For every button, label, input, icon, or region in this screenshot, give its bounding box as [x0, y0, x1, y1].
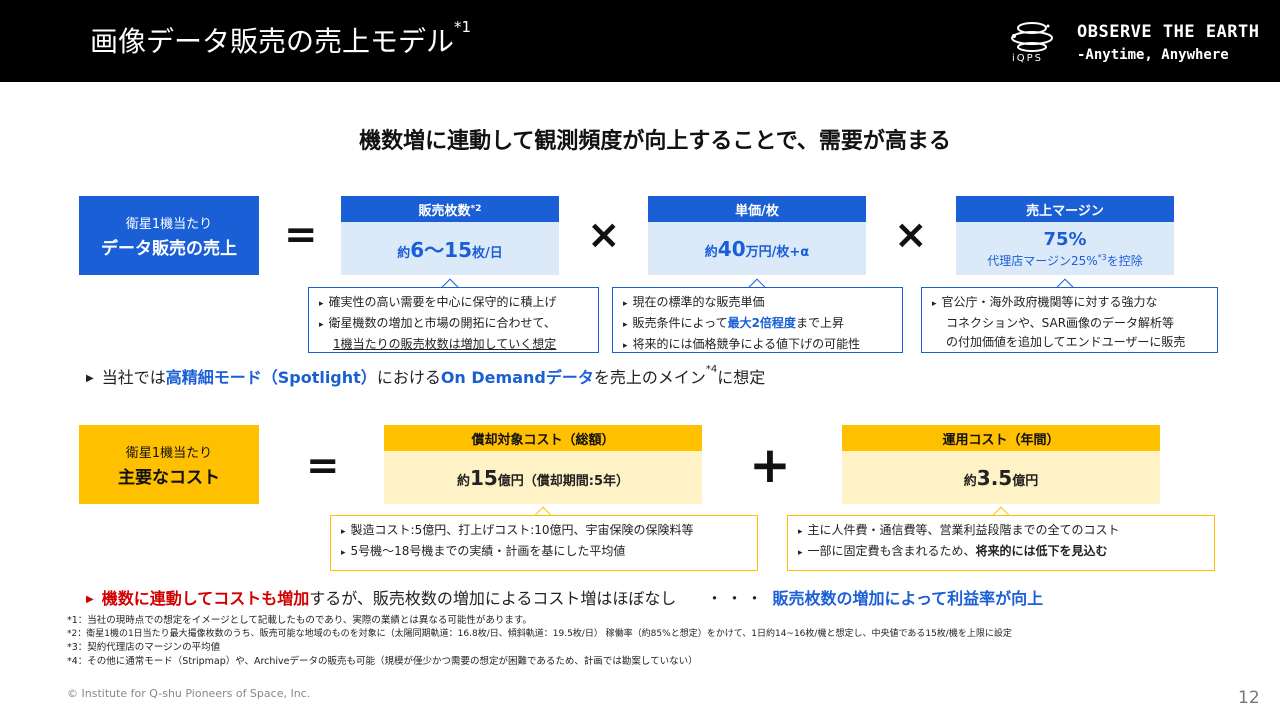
kpi-margin-sub-sup: *3: [1097, 252, 1107, 262]
note-unit-price-line2: 販売条件によって最大2倍程度まで上昇: [623, 314, 894, 335]
kpi-operating-cost-body: 約3.5億円: [842, 451, 1160, 504]
page-title: 画像データ販売の売上モデル*1: [90, 18, 472, 60]
kpi-unit-price-body: 約40万円/枚+α: [648, 222, 866, 275]
footnote-1: *1：当社の現時点での想定をイメージとして記載したものであり、実際の業績とは異な…: [67, 615, 532, 626]
copyright-text: © Institute for Q-shu Pioneers of Space,…: [67, 687, 311, 700]
kpi-sales-count-value: 6〜15: [410, 238, 472, 262]
note-depreciable-line2: 5号機〜18号機までの実績・計画を基にした平均値: [341, 542, 749, 563]
kpi-depreciable-cost-body: 約15億円（償却期間:5年）: [384, 451, 702, 504]
logo-text: iQPS: [1012, 53, 1044, 64]
revenue-statement: ▶ 当社では高精細モード（Spotlight）におけるOn Demandデータを売…: [86, 364, 765, 388]
revenue-lead-line1: 衛星1機当たり: [125, 216, 213, 232]
note-operating-line2-bold: 将来的には低下を見込む: [975, 544, 1108, 558]
slide-subtitle: 機数増に連動して観測頻度が向上することで、需要が高まる: [359, 129, 951, 154]
note-margin-line2: コネクションや、SAR画像のデータ解析等: [946, 316, 1175, 330]
footnote-4: *4：その他に通常モード（Stripmap）や、Archiveデータの販売も可能…: [67, 655, 698, 667]
kpi-margin-body: 75% 代理店マージン25%*3を控除: [956, 222, 1174, 275]
kpi-margin-sub-pre: 代理店マージン25%: [987, 253, 1098, 268]
kpi-unit-price-unit: 万円/枚+α: [745, 244, 810, 260]
kpi-sales-count-body: 約6〜15枚/日: [341, 222, 559, 275]
page-title-footnote-mark: *1: [454, 18, 472, 36]
cost-statement-hl2: 販売枚数の増加によって利益率が向上: [772, 589, 1044, 608]
note-margin-line1: 官公庁・海外政府機関等に対する強力な: [932, 293, 1209, 314]
page-title-text: 画像データ販売の売上モデル: [90, 25, 455, 58]
footnote-3: *3：契約代理店のマージンの平均値: [67, 642, 221, 653]
note-sales-count-line3: 1機当たりの販売枚数は増加していく想定: [333, 337, 557, 351]
cost-statement-dots: ・・・: [706, 589, 767, 608]
kpi-margin-value: 75%: [1043, 228, 1087, 250]
revenue-lead-box: 衛星1機当たり データ販売の売上: [79, 196, 259, 275]
kpi-margin-header: 売上マージン: [956, 196, 1174, 222]
kpi-unit-price-header: 単価/枚: [648, 196, 866, 222]
note-operating-line1: 主に人件費・通信費等、営業利益段階までの全てのコスト: [798, 521, 1206, 542]
note-sales-count: 確実性の高い需要を中心に保守的に積上げ 衛星機数の増加と市場の開拓に合わせて、 …: [308, 287, 599, 353]
kpi-depreciable-cost-prefix: 約: [456, 473, 470, 489]
revenue-statement-post2: に想定: [717, 368, 766, 387]
note-depreciable-line1: 製造コスト:5億円、打上げコスト:10億円、宇宙保険の保険料等: [341, 521, 749, 542]
tagline-line1: OBSERVE THE EARTH: [1077, 22, 1260, 42]
header-bar: 画像データ販売の売上モデル*1 iQPS OBSERVE THE EARTH -…: [0, 0, 1280, 82]
kpi-sales-count-header-text: 販売枚数: [418, 203, 471, 219]
cost-plus-sign: +: [749, 436, 791, 494]
bullet-arrow-icon: ▶: [86, 373, 94, 384]
note-unit-price-line2-post: まで上昇: [795, 316, 844, 330]
kpi-margin-sub: 代理店マージン25%*3を控除: [987, 252, 1143, 269]
footnotes: *1：当社の現時点での想定をイメージとして記載したものであり、実際の業績とは異な…: [67, 614, 1012, 668]
iqps-logo-icon: [1011, 22, 1053, 52]
note-operating-cost: 主に人件費・通信費等、営業利益段階までの全てのコスト 一部に固定費も含まれるため…: [787, 515, 1215, 571]
kpi-unit-price-value: 40: [717, 236, 746, 261]
kpi-unit-price-prefix: 約: [704, 244, 718, 260]
cost-statement-mid: するが、販売枚数の増加によるコスト増はほぼなし: [309, 589, 677, 608]
note-unit-price-line3: 将来的には価格競争による値下げの可能性: [623, 335, 894, 356]
revenue-times-sign-1: ×: [587, 212, 621, 258]
note-operating-line2: 一部に固定費も含まれるため、将来的には低下を見込む: [798, 542, 1206, 563]
kpi-depreciable-cost-value: 15: [469, 465, 498, 490]
tagline-line2: -Anytime, Anywhere: [1077, 47, 1229, 63]
cost-lead-line1: 衛星1機当たり: [125, 445, 213, 461]
kpi-sales-count-unit: 枚/日: [472, 246, 503, 261]
revenue-statement-mid: における: [376, 368, 441, 387]
revenue-times-sign-2: ×: [894, 212, 928, 258]
cost-lead-box: 衛星1機当たり 主要なコスト: [79, 425, 259, 504]
kpi-operating-cost-prefix: 約: [963, 473, 977, 489]
cost-statement: ▶ 機数に連動してコストも増加するが、販売枚数の増加によるコスト増はほぼなし ・・・…: [86, 585, 1043, 609]
revenue-statement-sup: *4: [705, 364, 718, 375]
note-depreciable-cost: 製造コスト:5億円、打上げコスト:10億円、宇宙保険の保険料等 5号機〜18号機…: [330, 515, 758, 571]
kpi-sales-count-header: 販売枚数*2: [341, 196, 559, 222]
page-number: 12: [1238, 688, 1260, 708]
kpi-sales-count-sup: *2: [470, 204, 482, 214]
note-unit-price-line2-pre: 販売条件によって: [632, 316, 728, 330]
cost-lead-line2: 主要なコスト: [118, 467, 220, 488]
kpi-depreciable-cost-header: 償却対象コスト（総額）: [384, 425, 702, 451]
kpi-operating-cost-header: 運用コスト（年間）: [842, 425, 1160, 451]
note-unit-price-line1: 現在の標準的な販売単価: [623, 293, 894, 314]
note-margin: 官公庁・海外政府機関等に対する強力な コネクションや、SAR画像のデータ解析等 …: [921, 287, 1218, 353]
revenue-lead-line2: データ販売の売上: [101, 238, 237, 259]
revenue-equals-sign: =: [284, 212, 318, 258]
footnote-2: *2：衛星1機の1日当たり最大撮像枚数のうち、販売可能な地域のものを対象に（太陽…: [67, 628, 1012, 639]
revenue-statement-post1: を売上のメイン: [593, 368, 706, 387]
revenue-statement-hl2: On Demandデータ: [440, 368, 594, 387]
note-sales-count-line1: 確実性の高い需要を中心に保守的に積上げ: [319, 293, 590, 314]
note-unit-price-highlight: 最大2倍程度: [727, 316, 796, 330]
kpi-margin-sub-post: を控除: [1106, 253, 1143, 268]
revenue-statement-pre: 当社では: [101, 368, 166, 387]
note-sales-count-line2: 衛星機数の増加と市場の開拓に合わせて、: [319, 314, 590, 335]
note-operating-line2-pre: 一部に固定費も含まれるため、: [807, 544, 976, 558]
cost-equals-sign: =: [306, 443, 340, 489]
kpi-operating-cost-value: 3.5: [976, 465, 1013, 490]
kpi-depreciable-cost-unit: 億円（償却期間:5年）: [497, 473, 630, 489]
cost-statement-hl: 機数に連動してコストも増加: [101, 589, 310, 608]
note-unit-price: 現在の標準的な販売単価 販売条件によって最大2倍程度まで上昇 将来的には価格競争…: [612, 287, 903, 353]
kpi-operating-cost-unit: 億円: [1012, 473, 1039, 489]
revenue-statement-hl1: 高精細モード（Spotlight）: [165, 368, 377, 387]
kpi-sales-count-prefix: 約: [397, 246, 411, 261]
bullet-arrow-icon: ▶: [86, 594, 94, 605]
note-margin-line3: の付加価値を追加してエンドユーザーに販売: [946, 335, 1186, 349]
